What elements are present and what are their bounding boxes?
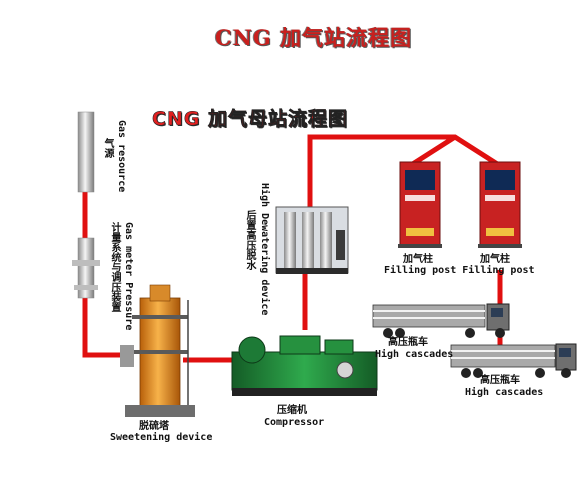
diagram-title: CNG 加气母站流程图 xyxy=(152,108,349,131)
filling-post-1 xyxy=(398,161,442,248)
compressor xyxy=(231,335,378,396)
gas-resource-column xyxy=(77,111,95,193)
cascade-2-label-cn: 高压瓶车 xyxy=(480,375,520,386)
cascade-truck-1 xyxy=(372,303,510,338)
cascade-2-label-en: High cascades xyxy=(465,387,544,398)
page-title: CNG 加气站流程图 xyxy=(215,25,413,50)
cascade-1-label-cn: 高压瓶车 xyxy=(388,337,428,348)
dewater-label-en: High Dewatering device xyxy=(259,183,270,316)
sweetening-label-cn: 脱硫塔 xyxy=(139,421,169,432)
meter-pressure-unit xyxy=(72,237,100,299)
filling-post-1-label-cn: 加气柱 xyxy=(403,254,433,265)
filling-post-label-en: Filling post Filling post xyxy=(384,265,535,276)
compressor-label-en: Compressor xyxy=(264,417,325,428)
filling-post-2-label-cn: 加气柱 xyxy=(480,254,510,265)
gas-resource-label-cn: 气源 xyxy=(102,138,113,158)
dewater-label-cn: 后置高压脱水 xyxy=(244,210,255,270)
meter-label-cn: 计量系统与调压装置 xyxy=(109,222,120,312)
compressor-label-cn: 压缩机 xyxy=(277,405,307,416)
filling-post-2 xyxy=(478,161,522,248)
pipe-dewater-to-posts xyxy=(307,134,504,210)
pipe-source-to-tower xyxy=(82,150,125,358)
meter-label-en: Gas meter Pressure xyxy=(123,222,134,331)
sweetening-label-en: Sweetening device xyxy=(110,432,213,443)
gas-resource-label-en: Gas resource xyxy=(116,120,127,193)
cascade-1-label-en: High cascades xyxy=(375,349,454,360)
dewatering-device xyxy=(275,206,349,274)
cascade-truck-2 xyxy=(450,343,577,378)
sweetening-tower xyxy=(120,284,195,417)
